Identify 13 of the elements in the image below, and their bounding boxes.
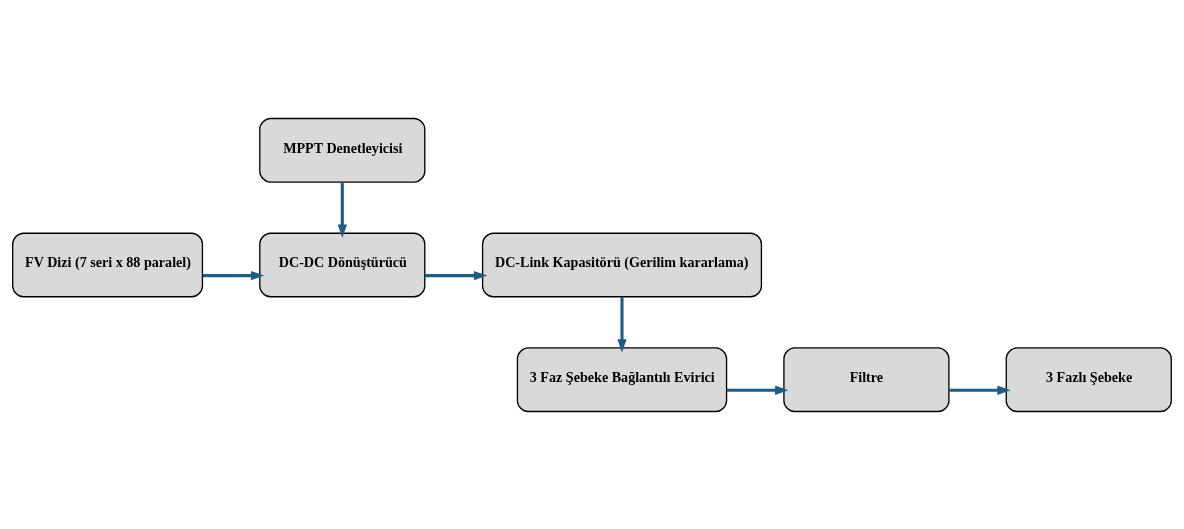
node-box: FV Dizi (7 seri x 88 paralel) [12, 232, 204, 297]
node-box: DC-DC Dönüştürücü [259, 232, 426, 297]
node-box: 3 Faz Şebeke Bağlantılı Evirici [516, 346, 728, 412]
node-box: 3 Fazlı Şebeke [1005, 346, 1172, 412]
node-box: MPPT Denetleyicisi [259, 117, 426, 183]
node-box: Filtre [783, 346, 950, 412]
node-box: DC-Link Kapasitörü (Gerilim kararlama) [481, 232, 763, 297]
arrow [726, 385, 789, 395]
arrow [617, 296, 627, 353]
arrow [337, 181, 347, 238]
arrow [202, 270, 265, 280]
arrow [425, 270, 488, 280]
arrow [949, 385, 1011, 395]
